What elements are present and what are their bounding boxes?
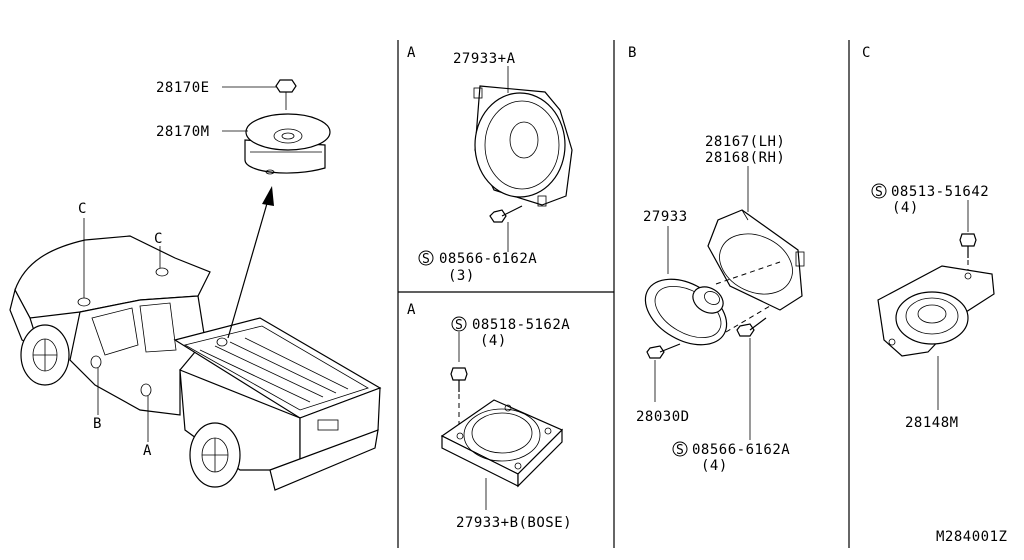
screw-08566-4-illustration <box>736 317 767 337</box>
subwoofer-28170m-illustration <box>244 113 331 175</box>
location-mark-b: B <box>93 416 102 432</box>
screw-08518-illustration <box>450 367 468 392</box>
screw-symbol-08566-3 <box>418 250 434 266</box>
part-number-27933: 27933 <box>643 209 688 225</box>
screw-symbol-08566-4 <box>672 441 688 457</box>
part-number-08566-6162a-4: 08566-6162A <box>692 442 790 458</box>
speaker-27933b-bose-illustration <box>440 399 564 488</box>
part-number-28170e: 28170E <box>156 80 210 96</box>
drawing-code: M284001Z <box>936 529 1007 545</box>
part-number-08566-6162a-3: 08566-6162A <box>439 251 537 267</box>
truck-location-leaders <box>83 218 161 442</box>
screw-symbol-08513-4 <box>871 183 887 199</box>
part-number-28167-lh: 28167(LH) <box>705 134 785 150</box>
section-letter-a-top: A <box>407 45 416 61</box>
screw-symbol-text-08513-4: S <box>875 185 883 200</box>
location-arrow <box>227 186 274 339</box>
panel-dividers <box>397 40 850 548</box>
quantity-4-b: (4) <box>701 458 728 474</box>
screw-symbol-text-08566-4: S <box>676 443 684 458</box>
part-number-27933a: 27933+A <box>453 51 516 67</box>
section-letter-b: B <box>628 45 637 61</box>
part-number-28030d: 28030D <box>636 409 690 425</box>
speaker-27933-oval-illustration <box>644 278 728 346</box>
part-number-08518-5162a: 08518-5162A <box>472 317 570 333</box>
location-mark-c-pillar: C <box>78 201 87 217</box>
adapter-bracket-28167-illustration <box>707 209 805 311</box>
screw-08566-3-illustration <box>489 205 523 223</box>
location-mark-c-roof: C <box>154 231 163 247</box>
quantity-4-c: (4) <box>892 200 919 216</box>
quantity-4-a: (4) <box>480 333 507 349</box>
part-number-28168-rh: 28168(RH) <box>705 150 785 166</box>
screw-symbol-08518-4 <box>451 316 467 332</box>
tweeter-28148m-illustration <box>877 265 995 357</box>
quantity-3: (3) <box>448 268 475 284</box>
part-number-28170m: 28170M <box>156 124 210 140</box>
dash-b-1 <box>715 261 781 285</box>
location-mark-a: A <box>143 443 152 459</box>
nut-28170e-illustration <box>275 79 297 110</box>
speaker-27933a-illustration <box>473 85 573 207</box>
screw-symbol-text-08566-3: S <box>422 252 430 267</box>
section-letter-a-bottom: A <box>407 302 416 318</box>
section-letter-c: C <box>862 45 871 61</box>
screw-28030d-illustration <box>646 343 681 359</box>
screw-symbol-text-08518-4: S <box>455 318 463 333</box>
part-number-27933b-bose: 27933+B(BOSE) <box>456 515 572 531</box>
part-number-08513-51642: 08513-51642 <box>891 184 989 200</box>
part-number-28148m: 28148M <box>905 415 959 431</box>
screw-08513-illustration <box>959 233 977 258</box>
pickup-truck-illustration <box>9 235 382 491</box>
